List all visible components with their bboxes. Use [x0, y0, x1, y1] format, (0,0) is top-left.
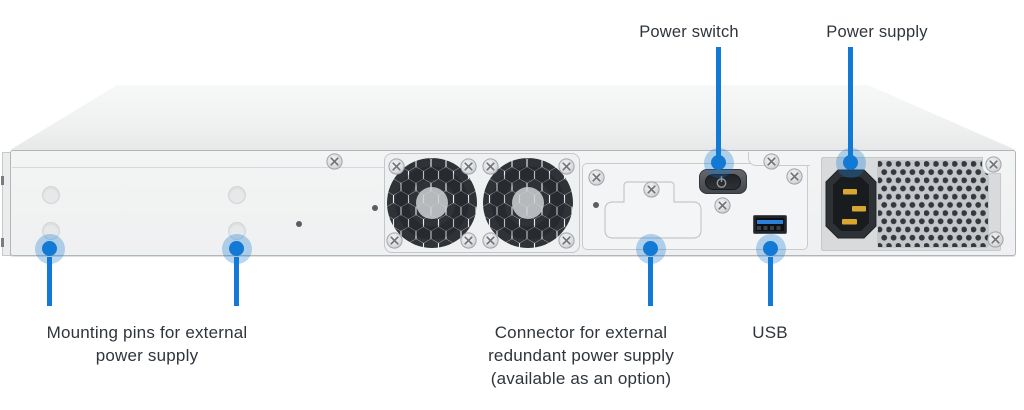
- device-top-face: [10, 85, 1016, 150]
- psu-notch: [982, 157, 1001, 174]
- label-text: Power switch: [639, 23, 739, 41]
- callout-label-usb: USB: [710, 321, 830, 344]
- callout-dot-mounting-pin-2: [229, 241, 244, 256]
- callout-dot-power-supply: [843, 155, 858, 170]
- hinge-tick: [1, 176, 4, 185]
- callout-line-power-switch: [716, 47, 721, 159]
- callout-label-mounting-pins: Mounting pins for external power supply: [16, 321, 278, 367]
- callout-label-power-supply: Power supply: [777, 21, 977, 44]
- psu-vent-grille: [877, 160, 989, 248]
- label-text: USB: [752, 323, 788, 342]
- option-bay-step: [748, 152, 810, 166]
- label-line-1: Connector for external: [494, 323, 668, 342]
- callout-label-power-switch: Power switch: [589, 21, 789, 44]
- label-line-3: (available as an option): [490, 369, 672, 388]
- redundant-psu-connector-plate: [604, 181, 702, 239]
- fan-grille-right: [483, 158, 573, 248]
- callout-line-power-supply: [848, 47, 853, 159]
- hinge-tick: [1, 238, 4, 247]
- usb-contacts: [757, 226, 783, 230]
- label-line-1: Mounting pins for external: [46, 323, 248, 342]
- fan-grille-left: [387, 158, 477, 248]
- label-line-2: power supply: [95, 346, 199, 365]
- power-inlet-c14: [825, 169, 877, 239]
- panel-seam-line: [12, 167, 388, 168]
- label-line-2: redundant power supply: [488, 346, 674, 365]
- callout-dot-mounting-pin-1: [42, 241, 57, 256]
- label-text: Power supply: [826, 23, 928, 41]
- callout-dot-power-switch: [711, 155, 726, 170]
- power-switch-rocker: [705, 174, 741, 190]
- callout-line-mounting-pin-1: [47, 257, 52, 306]
- power-symbol-icon: [716, 176, 727, 188]
- callout-label-connector: Connector for external redundant power s…: [445, 321, 717, 390]
- callout-line-connector: [648, 257, 653, 306]
- callout-dot-usb: [763, 241, 778, 256]
- callout-line-usb: [768, 257, 773, 306]
- usb-tongue: [757, 220, 783, 224]
- callout-line-mounting-pin-2: [234, 257, 239, 306]
- callout-dot-connector: [643, 241, 658, 256]
